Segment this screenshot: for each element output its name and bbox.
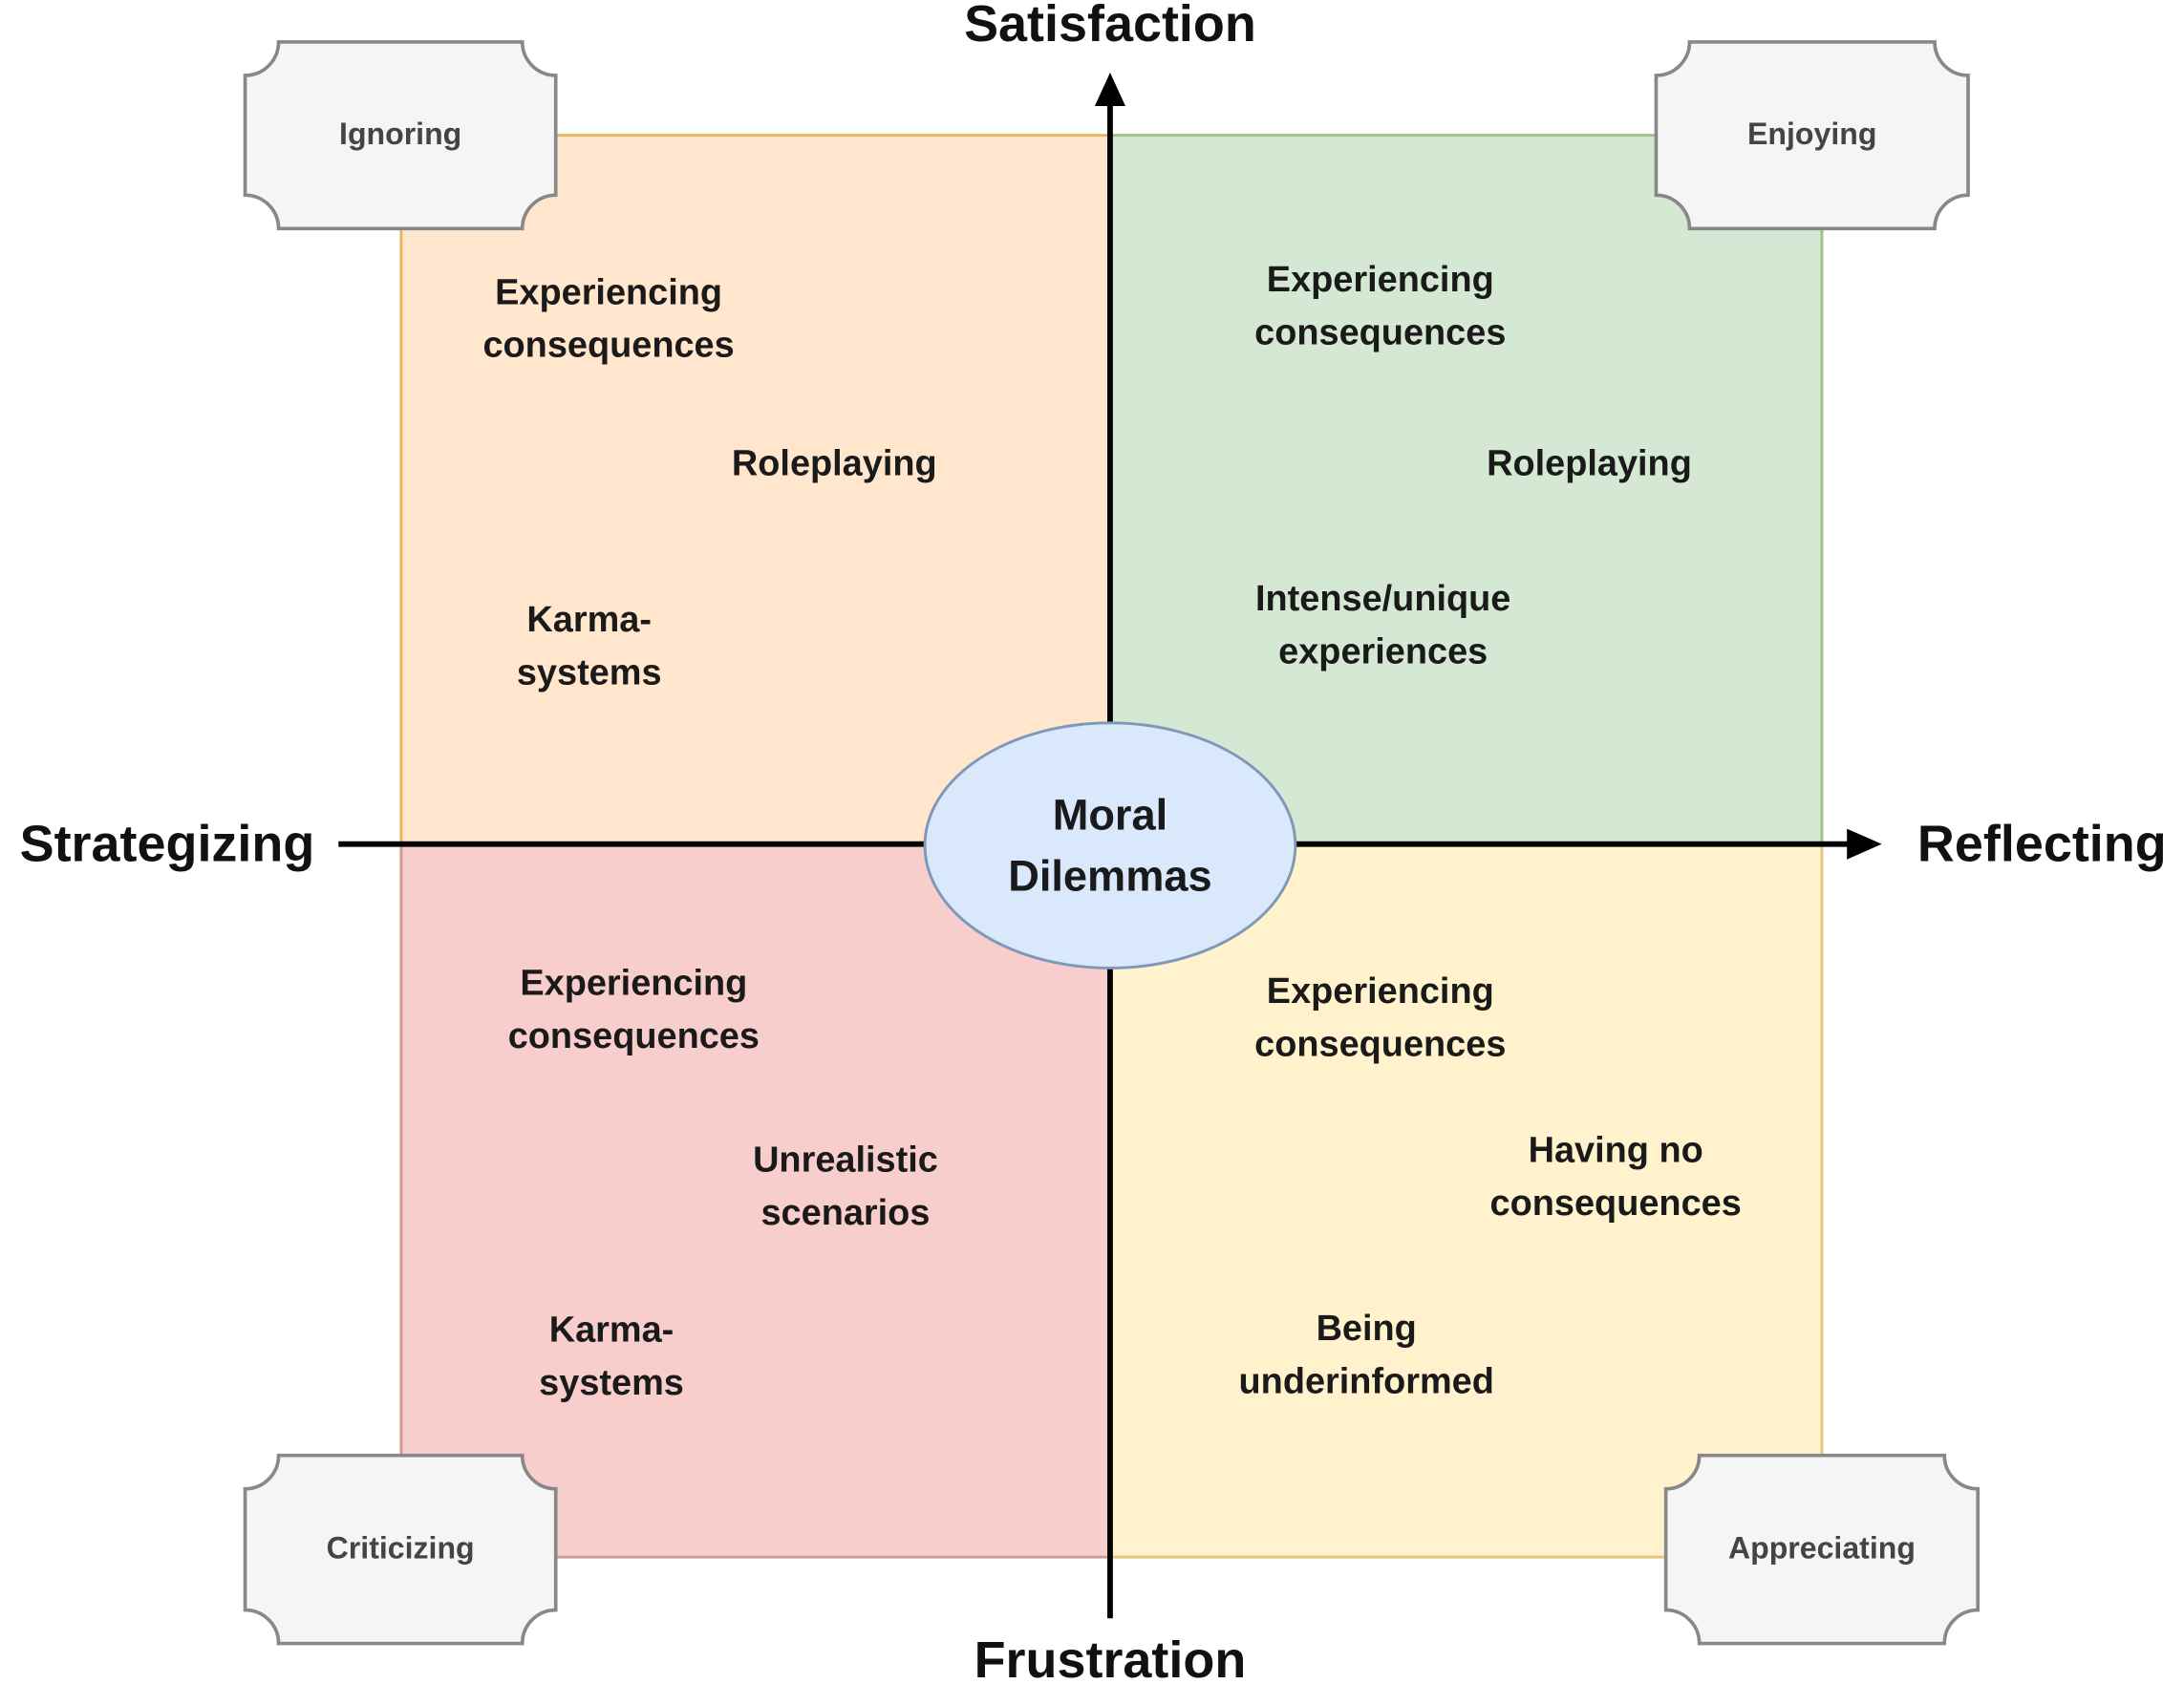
- quadrant-item-text: consequences: [1254, 313, 1506, 353]
- quadrant-item-text: consequences: [508, 1016, 760, 1056]
- corner-label-bottom-right: Appreciating: [1728, 1531, 1916, 1566]
- corner-label-top-left: Ignoring: [339, 117, 461, 151]
- quadrant-item-text: Karma-: [549, 1310, 674, 1350]
- center-ellipse: [923, 721, 1297, 970]
- quadrant-item-text: underinformed: [1239, 1361, 1494, 1401]
- quadrant-top-left: [399, 134, 1112, 846]
- corner-plaque-top-right: [1654, 40, 1970, 231]
- corner-plaque-top-left: [243, 40, 558, 231]
- quadrant-item-text: Intense/unique: [1255, 579, 1510, 619]
- arrow-right-icon: [1847, 828, 1882, 860]
- quadrant-item-text: Experiencing: [495, 272, 722, 312]
- corner-plaque-bottom-right: [1663, 1453, 1981, 1646]
- quadrant-item-text: Roleplaying: [1487, 444, 1692, 484]
- quadrant-item-text: Unrealistic: [753, 1140, 938, 1181]
- axis-label-reflecting: Reflecting: [1917, 816, 2167, 873]
- corner-label-bottom-left: Criticizing: [327, 1531, 475, 1566]
- quadrant-item-text: consequences: [1490, 1183, 1742, 1224]
- center-label-line2: Dilemmas: [1008, 852, 1212, 901]
- quadrant-item-text: experiences: [1278, 631, 1488, 671]
- center-label-line1: Moral: [1053, 791, 1168, 840]
- quadrant-item-text: Having no: [1529, 1130, 1703, 1170]
- quadrant-item-text: consequences: [1254, 1025, 1506, 1065]
- quadrant-item-text: Karma-: [526, 600, 652, 640]
- axis-label-frustration: Frustration: [974, 1631, 1247, 1684]
- quadrant-bottom-right: [1108, 842, 1824, 1559]
- quadrant-item-text: Experiencing: [1267, 260, 1494, 300]
- quadrant-item-text: scenarios: [760, 1193, 930, 1233]
- axis-label-strategizing: Strategizing: [20, 816, 315, 873]
- quadrant-item-text: Experiencing: [520, 963, 747, 1003]
- corner-plaque-bottom-left: [243, 1453, 558, 1646]
- quadrant-item-text: Experiencing: [1267, 971, 1494, 1012]
- quadrant-item-text: systems: [539, 1363, 684, 1403]
- quadrant-item-text: consequences: [482, 326, 734, 366]
- quadrant-item-text: systems: [517, 652, 662, 693]
- corner-label-top-right: Enjoying: [1747, 117, 1876, 151]
- arrow-up-icon: [1094, 73, 1125, 106]
- quadrant-bottom-left: [399, 842, 1112, 1559]
- axis-label-satisfaction: Satisfaction: [964, 0, 1256, 53]
- quadrant-item-text: Roleplaying: [732, 444, 937, 484]
- quadrant-item-text: Being: [1317, 1309, 1417, 1349]
- quadrant-top-right: [1108, 134, 1824, 846]
